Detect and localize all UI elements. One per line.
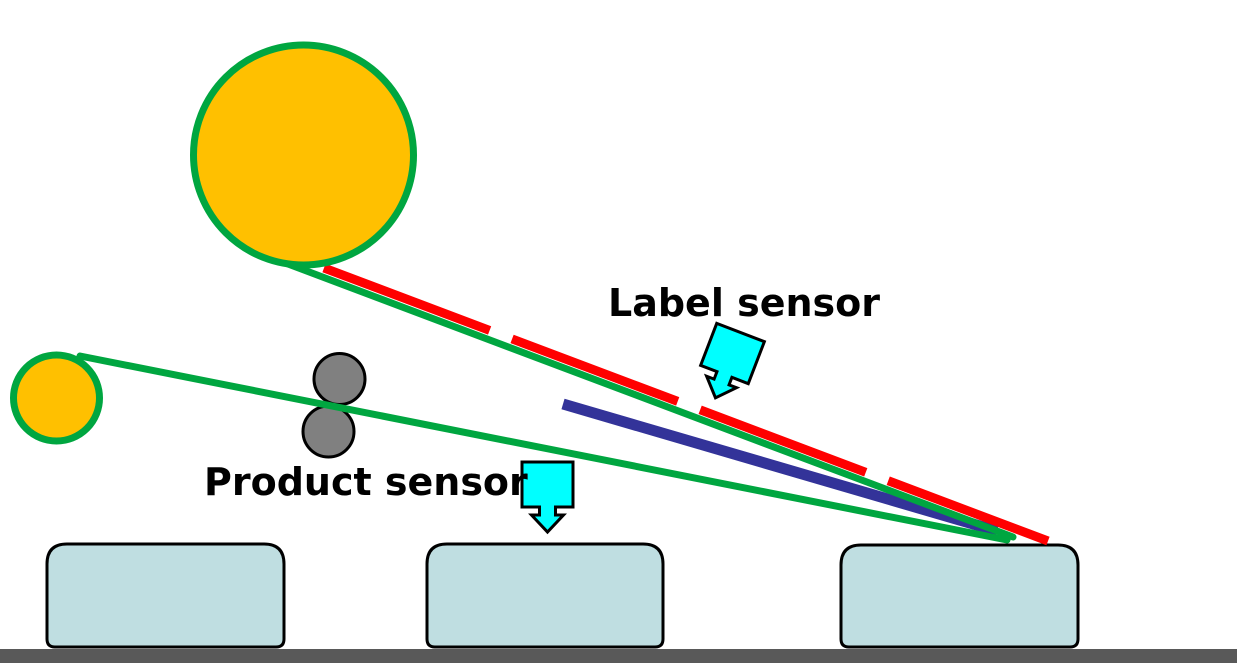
product-box-2 [425, 542, 665, 649]
product-web-line [76, 352, 1011, 544]
label-sensor-icon [698, 321, 767, 400]
peel-plate-line [561, 398, 999, 537]
label-sensor-label: Label sensor [608, 281, 880, 325]
conveyor-belt [0, 649, 1237, 663]
label-supply-roll [190, 41, 417, 269]
label-strip-dashed-line [322, 263, 1050, 546]
product-box-3 [839, 543, 1080, 649]
drive-roller-bottom [301, 404, 356, 459]
liner-web-line [284, 260, 1017, 541]
liner-rewind-roll [10, 351, 103, 445]
drive-roller-top [312, 352, 367, 406]
product-box-1 [45, 542, 286, 649]
product-sensor-icon [520, 460, 575, 535]
product-sensor-label: Product sensor [204, 460, 528, 504]
